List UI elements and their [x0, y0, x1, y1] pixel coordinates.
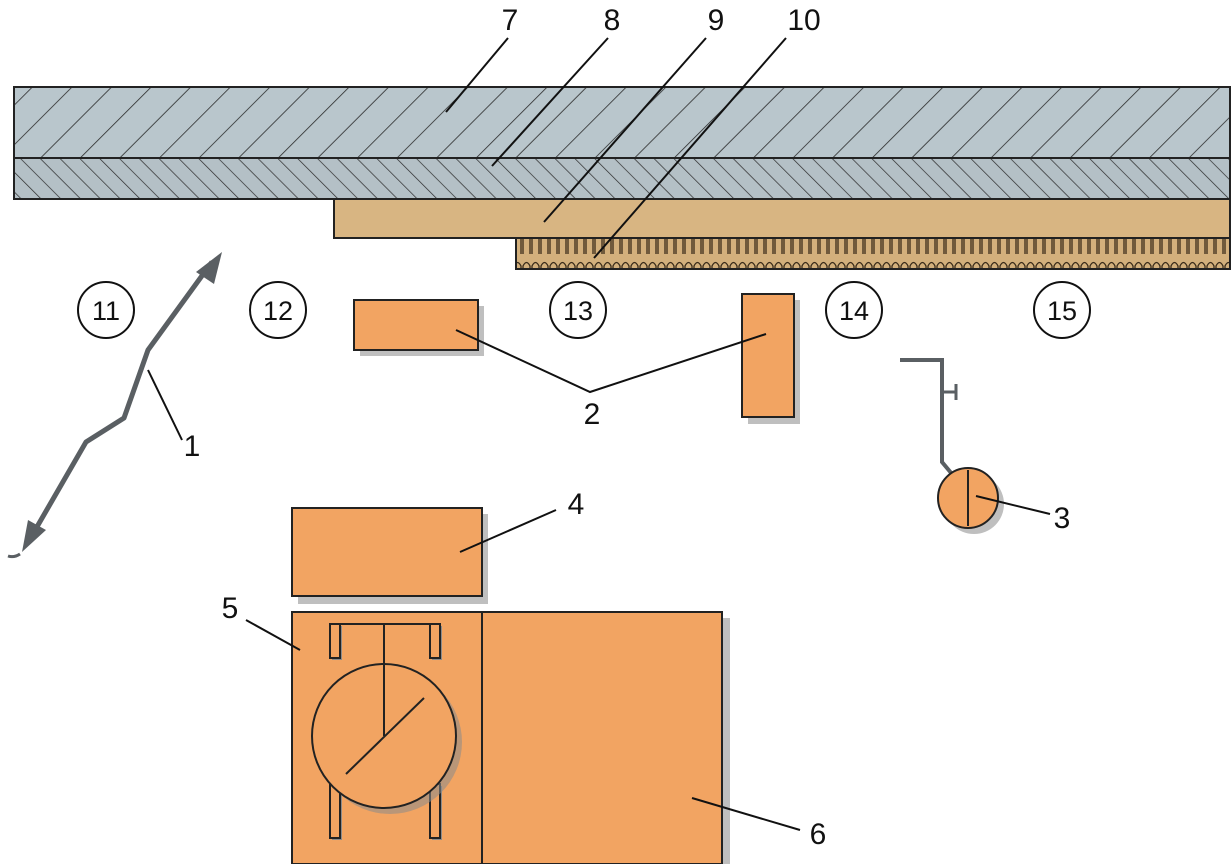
label-4: 4: [568, 488, 585, 521]
label-6: 6: [810, 818, 827, 851]
equipment-5-detail: [311, 623, 462, 840]
layer-10: [515, 237, 1231, 270]
equipment-2b: [741, 293, 795, 418]
zone-11: 11: [77, 281, 135, 339]
zone-13: 13: [549, 281, 607, 339]
svg-text:12: 12: [263, 296, 293, 326]
leader-6: [691, 797, 801, 831]
leader-9: [543, 37, 707, 223]
layer-9: [333, 198, 1231, 239]
equipment-4: [291, 507, 483, 597]
zone-15: 15: [1033, 281, 1091, 339]
zone-14: 14: [825, 281, 883, 339]
equipment-2a: [353, 299, 479, 351]
label-10: 10: [787, 4, 820, 37]
leader-10: [593, 37, 787, 259]
leader-2: [455, 329, 767, 394]
label-2: 2: [584, 398, 601, 431]
leader-8: [491, 37, 609, 167]
path-1: [7, 252, 222, 559]
svg-text:11: 11: [92, 296, 120, 326]
label-9: 9: [708, 4, 725, 37]
leader-4: [459, 509, 557, 553]
leader-7: [445, 37, 509, 113]
svg-text:14: 14: [839, 296, 869, 326]
leader-3: [975, 495, 1051, 515]
layer-8: [13, 157, 1231, 200]
leader-5: [245, 619, 301, 651]
label-5: 5: [222, 592, 239, 625]
svg-text:13: 13: [563, 296, 593, 326]
equipment-3: [900, 358, 1004, 534]
label-3: 3: [1054, 502, 1071, 535]
svg-text:15: 15: [1047, 296, 1077, 326]
layer-7: [13, 86, 1231, 159]
label-7: 7: [502, 4, 519, 37]
leader-1: [147, 369, 183, 441]
label-1: 1: [184, 430, 201, 463]
zone-12: 12: [249, 281, 307, 339]
equipment-6: [481, 611, 723, 864]
label-8: 8: [604, 4, 621, 37]
